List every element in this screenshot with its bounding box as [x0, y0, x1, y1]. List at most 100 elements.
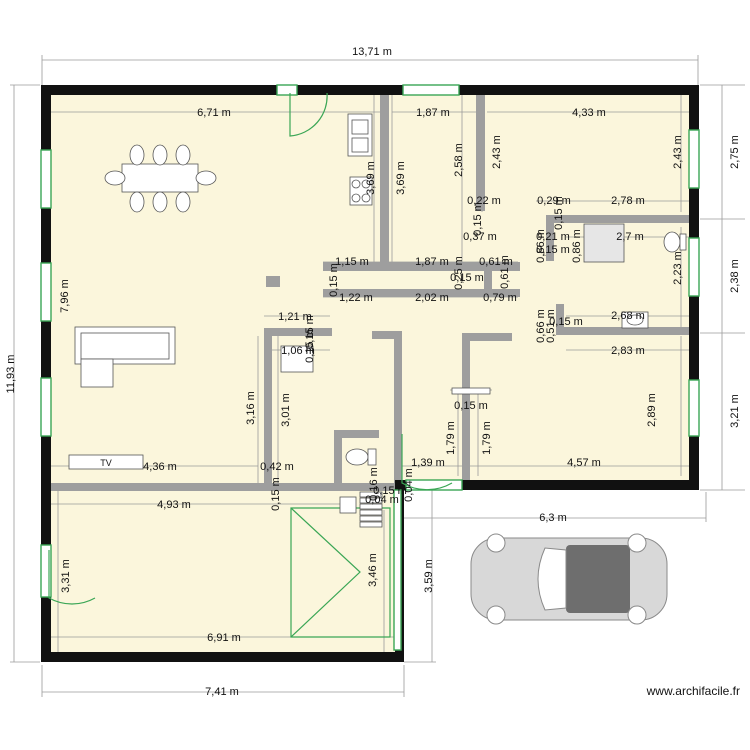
dim-wall-m: 0,15 m — [270, 477, 282, 511]
wall-corridor-bottom — [323, 289, 520, 297]
dim-wall-g: 0,15 m — [536, 244, 570, 256]
dim-closet-height-a: 3,16 m — [245, 391, 257, 425]
wall-kitchen-left — [380, 93, 389, 265]
toilet-tank — [679, 233, 687, 251]
car-wheel — [486, 533, 506, 553]
dim-kitchen-depth-b: 2,43 m — [491, 135, 503, 169]
dim-wall-b: 0,29 m — [537, 195, 571, 207]
tv-unit — [68, 454, 144, 470]
wall-corridor-stub — [484, 262, 492, 297]
wall-corridor-top — [323, 262, 520, 271]
dim-wall-e: 0,15 m — [553, 196, 565, 230]
dimension-labels: 13,71 m 11,93 m 7,41 m 2,75 m 2,38 m 3,2… — [5, 46, 741, 698]
dim-pantry-a: 3,69 m — [365, 161, 377, 195]
dim-wall-a: 0,22 m — [467, 195, 501, 207]
dim-corridor-h: 1,22 m — [339, 292, 373, 304]
dim-wall-d: 0,37 m — [463, 231, 497, 243]
dim-room-width: 1,21 m — [278, 311, 312, 323]
chair — [104, 170, 126, 186]
dim-wall-i: 0,15 m — [304, 315, 316, 349]
garage-door-frame — [393, 489, 402, 651]
door-swing-garage — [48, 550, 96, 605]
dim-corridor-i: 2,02 m — [415, 292, 449, 304]
burner — [361, 179, 371, 189]
dim-living-lower-width: 4,36 m — [143, 461, 177, 473]
windows — [40, 84, 700, 651]
dim-right-room-height: 2,43 m — [672, 135, 684, 169]
sofa-chaise — [80, 358, 114, 388]
burner — [361, 193, 371, 203]
chair — [129, 144, 145, 166]
hall-cabinet — [451, 387, 491, 395]
wall-bath-top — [546, 215, 697, 223]
dim-toilet-width: 2,68 m — [611, 310, 645, 322]
window — [40, 377, 52, 437]
wall-main-bottom — [49, 483, 405, 491]
dining-table — [121, 163, 199, 193]
entry-steps — [359, 491, 383, 528]
dim-hall-b: 1,79 m — [481, 421, 493, 455]
dim-corridor-e: 0,15 m — [328, 263, 340, 297]
dim-closet-width: 1,06 m — [281, 345, 315, 357]
sofa-seat — [80, 332, 170, 360]
dim-right-upper: 2,75 m — [729, 135, 741, 169]
dim-shower-a: 0,86 m — [535, 229, 547, 263]
dim-garage-width-b: 6,91 m — [207, 632, 241, 644]
chair — [175, 144, 191, 166]
dim-corridor-g: 0,61 m — [499, 255, 511, 289]
outer-wall-top — [41, 85, 699, 95]
dim-lower-width: 7,41 m — [205, 686, 239, 698]
door-swing-hall — [401, 434, 453, 491]
dim-corridor-f: 0,61 m — [479, 256, 513, 268]
door-swing-entry — [289, 92, 328, 137]
step — [359, 491, 383, 498]
wall-hall-left — [462, 333, 470, 483]
wall-pillar — [266, 276, 280, 287]
step — [359, 509, 383, 516]
wall-bath-left — [546, 215, 554, 261]
wall-entry-right — [394, 331, 402, 483]
dim-wall-c: 0,15 m — [472, 202, 484, 236]
car-wheel — [627, 605, 647, 625]
dimension-lines — [10, 55, 745, 697]
wall-wc-box-top — [334, 430, 379, 438]
ramp-arrow — [290, 507, 361, 638]
dim-toilet-height-a: 0,66 m — [535, 309, 547, 343]
dim-toilet-height-b: 0,51 m — [545, 309, 557, 343]
burner — [351, 193, 361, 203]
toilet-bowl — [663, 231, 681, 253]
dim-bedroom-width: 2,83 m — [611, 345, 645, 357]
step — [359, 521, 383, 528]
outer-wall-left — [41, 85, 51, 662]
wall-entry-top — [372, 331, 402, 339]
window — [688, 379, 700, 437]
dim-total-height: 11,93 m — [5, 355, 17, 394]
dim-kitchen-depth-a: 2,58 m — [453, 143, 465, 177]
dim-wall-h: 0,15 m — [549, 316, 583, 328]
car-wheel — [627, 533, 647, 553]
car-windshield — [537, 547, 567, 611]
step — [359, 497, 383, 504]
wall-closet-top — [264, 328, 332, 336]
dim-bedroom-width-b: 4,57 m — [567, 457, 601, 469]
window — [40, 544, 52, 598]
dim-total-width: 13,71 m — [352, 46, 392, 58]
wall-hall-top — [462, 333, 512, 341]
dim-garage-offset: 6,3 m — [539, 512, 567, 524]
window — [40, 262, 52, 322]
shower — [583, 223, 625, 263]
window — [402, 84, 460, 96]
window — [688, 129, 700, 189]
inner-walls — [49, 93, 697, 491]
furniture: TV — [68, 113, 687, 514]
dim-garage-inner-height: 3,31 m — [60, 559, 72, 593]
dim-bathroom-right: 2,23 m — [672, 251, 684, 285]
chair — [129, 191, 145, 213]
dim-stair-height: 3,46 m — [367, 553, 379, 587]
step — [359, 503, 383, 510]
wall-wc-box-left — [334, 430, 342, 483]
dim-corridor-a: 1,15 m — [335, 256, 369, 268]
window — [276, 84, 298, 96]
